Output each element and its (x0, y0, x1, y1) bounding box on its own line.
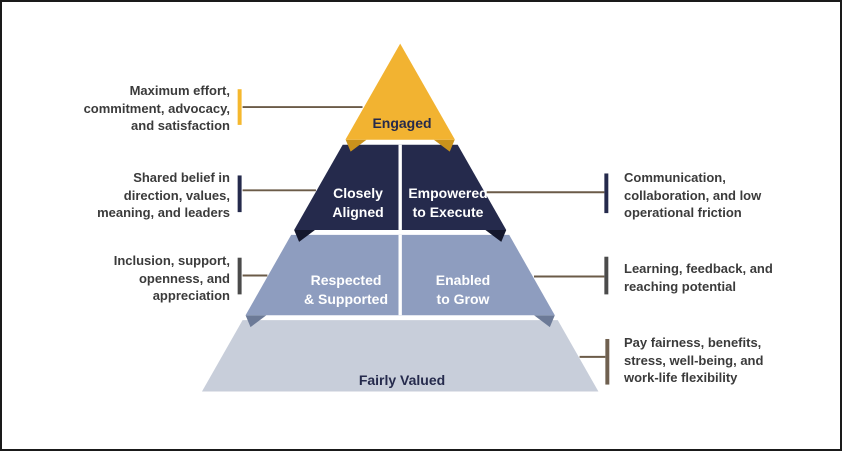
pyramid-level-1-shape (345, 43, 455, 140)
left-tick-2 (237, 175, 242, 213)
annotation-left-respected: Inclusion, support, openness, and apprec… (113, 253, 230, 303)
level-3-cell-enabled-to-grow: Enabled to Grow (435, 272, 491, 307)
level-1-left-fold (345, 139, 367, 152)
right-tick-2 (604, 256, 609, 295)
left-tick-3 (237, 257, 242, 295)
annotation-right-fairly-valued: Pay fairness, benefits, stress, well-bei… (624, 335, 764, 385)
level-2-cell-empowered-to-execute: Empowered to Execute (408, 185, 488, 220)
level-4-label-fairly-valued: Fairly Valued (358, 372, 446, 388)
level-2-left-fold (294, 229, 315, 242)
level-3-cell-respected-supported: Respected & Supported (304, 272, 388, 307)
annotation-left-engaged: Maximum effort, commitment, advocacy, an… (83, 83, 230, 133)
annotation-left-aligned: Shared belief in direction, values, mean… (97, 170, 230, 220)
level-2-cell-closely-aligned: Closely Aligned (332, 185, 384, 220)
level-1-right-fold (433, 139, 455, 152)
pyramid-level-4-shape (201, 320, 599, 392)
level-2-right-fold (485, 229, 507, 242)
level-1-label-engaged: Engaged (372, 115, 432, 131)
level-3-left-fold (245, 315, 267, 328)
level-3-right-fold (533, 315, 555, 328)
right-tick-1 (604, 173, 609, 214)
right-tick-3 (605, 338, 610, 385)
annotation-right-enabled: Learning, feedback, and reaching potenti… (624, 261, 773, 294)
left-tick-1 (237, 89, 242, 125)
level-2-divider (398, 144, 402, 230)
level-3-divider (398, 234, 402, 316)
annotation-right-empowered: Communication, collaboration, and low op… (624, 170, 762, 220)
